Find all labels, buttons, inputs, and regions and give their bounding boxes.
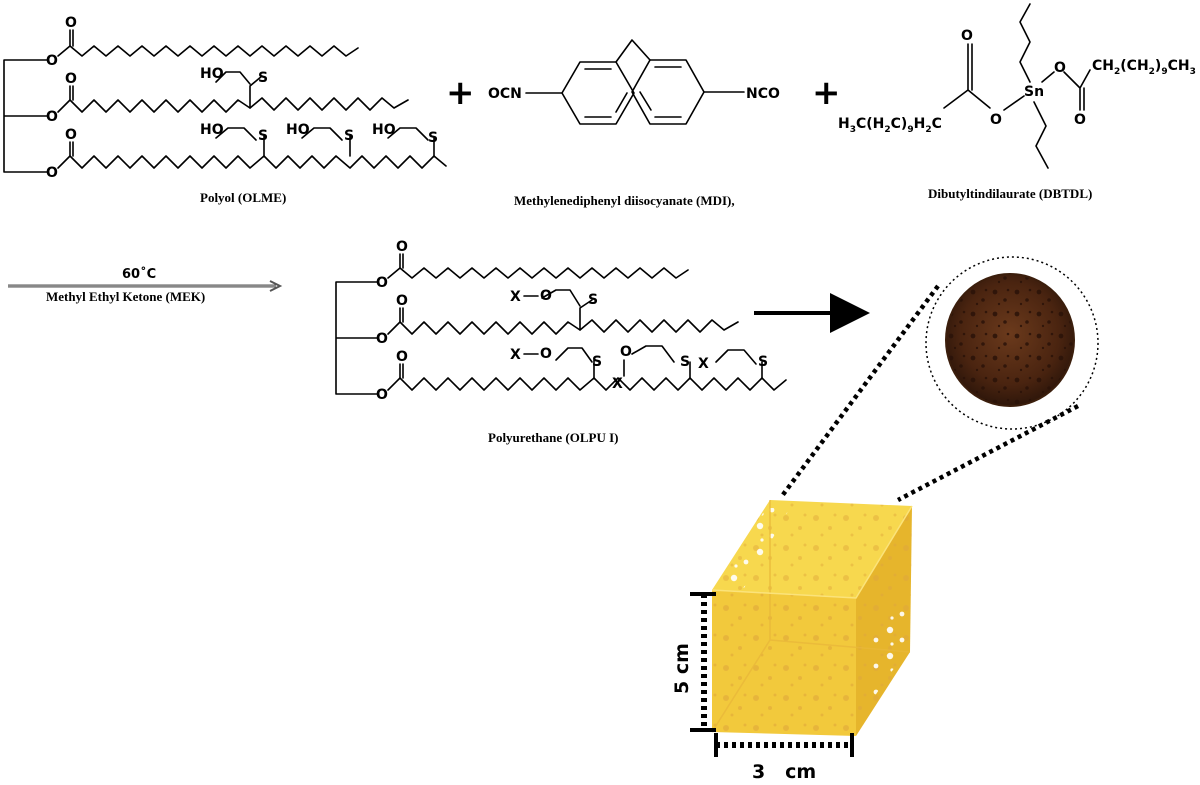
ester-oxygen-3: O — [46, 165, 58, 181]
product-o-link-3: O — [620, 344, 632, 360]
foam-cube — [711, 500, 913, 736]
product-oxygen-2: O — [376, 331, 388, 347]
carbonyl-oxygen-3: O — [65, 127, 77, 143]
catalyst-caption: Dibutyltindilaurate (DBTDL) — [928, 186, 1092, 201]
ester-oxygen-2: O — [46, 109, 58, 125]
catalyst-carbonyl-oxygen-2: O — [1074, 112, 1086, 128]
height-label: 5 cm — [671, 643, 693, 694]
polyol-structure: O O O O O O HO S HO HO HO S S S — [3, 15, 447, 181]
plus-sign-1: + — [446, 73, 475, 113]
reaction-temperature: 60˚C — [122, 266, 156, 282]
crosslink-x-1: X — [510, 289, 521, 305]
sulfur-3: S — [344, 128, 354, 144]
product-sulfur-2: S — [592, 354, 602, 370]
zoom-line-left — [780, 284, 940, 498]
width-dimension — [714, 733, 854, 757]
reaction-arrow — [8, 280, 283, 292]
carbonyl-oxygen-2: O — [65, 71, 77, 87]
catalyst-ester-oxygen-2: O — [1054, 60, 1066, 76]
sulfur-2: S — [258, 128, 268, 144]
crosslink-x-4: X — [698, 356, 709, 372]
crosslink-x-3: X — [612, 376, 623, 392]
width-label: 3 cm — [752, 761, 816, 783]
hydroxyl-4: HO — [372, 122, 396, 138]
mdi-left-group: OCN — [488, 86, 522, 102]
polyol-caption: Polyol (OLME) — [200, 190, 286, 205]
dbtdl-structure: H3C(H2C)9H2C O O Sn O O CH2(CH2)9CH3 — [838, 3, 1196, 169]
product-sulfur-3: S — [680, 354, 690, 370]
tin-atom: Sn — [1024, 84, 1044, 100]
hydroxyl-3: HO — [286, 122, 310, 138]
product-o-link-1: O — [540, 288, 552, 304]
catalyst-ester-oxygen-1: O — [990, 112, 1002, 128]
catalyst-carbonyl-oxygen: O — [961, 28, 973, 44]
sulfur-1: S — [258, 70, 268, 86]
height-dimension — [690, 592, 716, 732]
plus-sign-2: + — [812, 73, 841, 113]
mdi-structure: OCN NCO — [488, 39, 780, 125]
product-carbonyl-1: O — [396, 239, 408, 255]
sulfur-4: S — [428, 130, 438, 146]
foam-sample-photo — [925, 256, 1099, 430]
crosslink-x-2: X — [510, 347, 521, 363]
carbonyl-oxygen-1: O — [65, 15, 77, 31]
catalyst-right-chain: CH2(CH2)9CH3 — [1092, 58, 1196, 77]
reaction-solvent: Methyl Ethyl Ketone (MEK) — [46, 289, 205, 304]
hydroxyl-1: HO — [200, 66, 224, 82]
product-caption: Polyurethane (OLPU I) — [488, 430, 618, 445]
zoom-line-right — [896, 404, 1080, 502]
product-carbonyl-3: O — [396, 349, 408, 365]
product-sulfur-1: S — [588, 292, 598, 308]
product-sulfur-4: S — [758, 354, 768, 370]
mdi-right-group: NCO — [746, 86, 780, 102]
polyurethane-structure: O O O O O O X O S X O S O X S X S — [335, 239, 787, 403]
ester-oxygen-1: O — [46, 53, 58, 69]
product-o-link-2: O — [540, 346, 552, 362]
catalyst-left-chain: H3C(H2C)9H2C — [838, 116, 942, 135]
product-oxygen-3: O — [376, 387, 388, 403]
product-carbonyl-2: O — [396, 293, 408, 309]
product-oxygen-1: O — [376, 275, 388, 291]
mdi-caption: Methylenediphenyl diisocyanate (MDI), — [514, 193, 735, 208]
hydroxyl-2: HO — [200, 122, 224, 138]
